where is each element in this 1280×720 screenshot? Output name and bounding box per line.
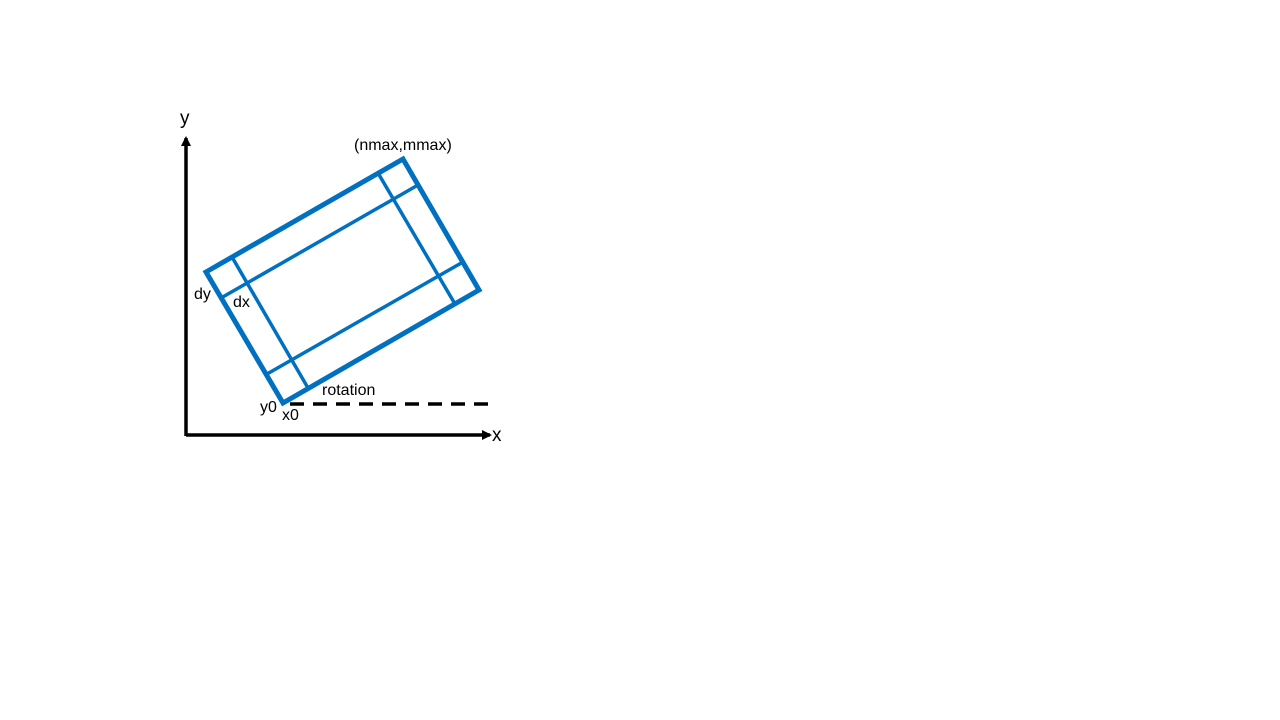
grid-line-dy-start [220, 183, 419, 300]
grid-line-dx-end [376, 172, 457, 305]
grid-outer-rectangle [202, 155, 483, 407]
x-axis-label: x [492, 425, 502, 446]
y0-label: y0 [260, 399, 277, 416]
corner-label: (nmax,mmax) [354, 137, 452, 154]
grid-line-dx-start [230, 256, 310, 389]
dy-label: dy [194, 286, 211, 303]
dx-label: dx [233, 294, 250, 311]
x0-label: x0 [282, 407, 299, 424]
grid-line-dy-end [266, 260, 464, 376]
y-axis-label: y [180, 108, 190, 129]
rotation-label: rotation [322, 382, 375, 399]
